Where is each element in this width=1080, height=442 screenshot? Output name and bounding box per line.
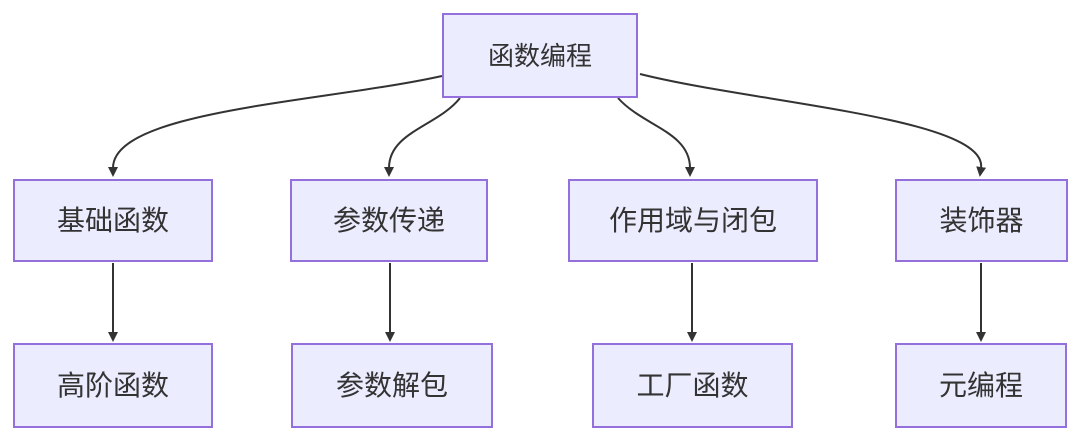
- node-label: 基础函数: [56, 204, 169, 236]
- node-function-programming: 函数编程: [442, 13, 638, 98]
- node-decorators: 装饰器: [895, 179, 1068, 262]
- edge-root-to-scope-and-closures: [617, 97, 695, 177]
- node-label: 参数传递: [332, 204, 445, 236]
- node-label: 高阶函数: [56, 369, 169, 401]
- edge-root-to-basic-functions: [108, 75, 443, 177]
- node-label: 参数解包: [335, 369, 448, 401]
- node-higher-order-functions: 高阶函数: [13, 343, 213, 428]
- node-label: 元编程: [938, 369, 1023, 401]
- node-scope-and-closures: 作用域与闭包: [568, 179, 818, 262]
- node-label: 函数编程: [487, 40, 592, 71]
- node-factory-functions: 工厂函数: [592, 343, 793, 428]
- node-basic-functions: 基础函数: [13, 179, 213, 262]
- edge-root-to-decorators: [639, 73, 987, 177]
- node-metaprogramming: 元编程: [895, 343, 1067, 428]
- edge-root-to-parameter-passing: [384, 97, 461, 177]
- node-label: 装饰器: [939, 204, 1024, 236]
- node-parameter-unpacking: 参数解包: [291, 343, 493, 428]
- node-label: 工厂函数: [636, 369, 749, 401]
- node-parameter-passing: 参数传递: [290, 179, 488, 262]
- node-label: 作用域与闭包: [608, 204, 777, 236]
